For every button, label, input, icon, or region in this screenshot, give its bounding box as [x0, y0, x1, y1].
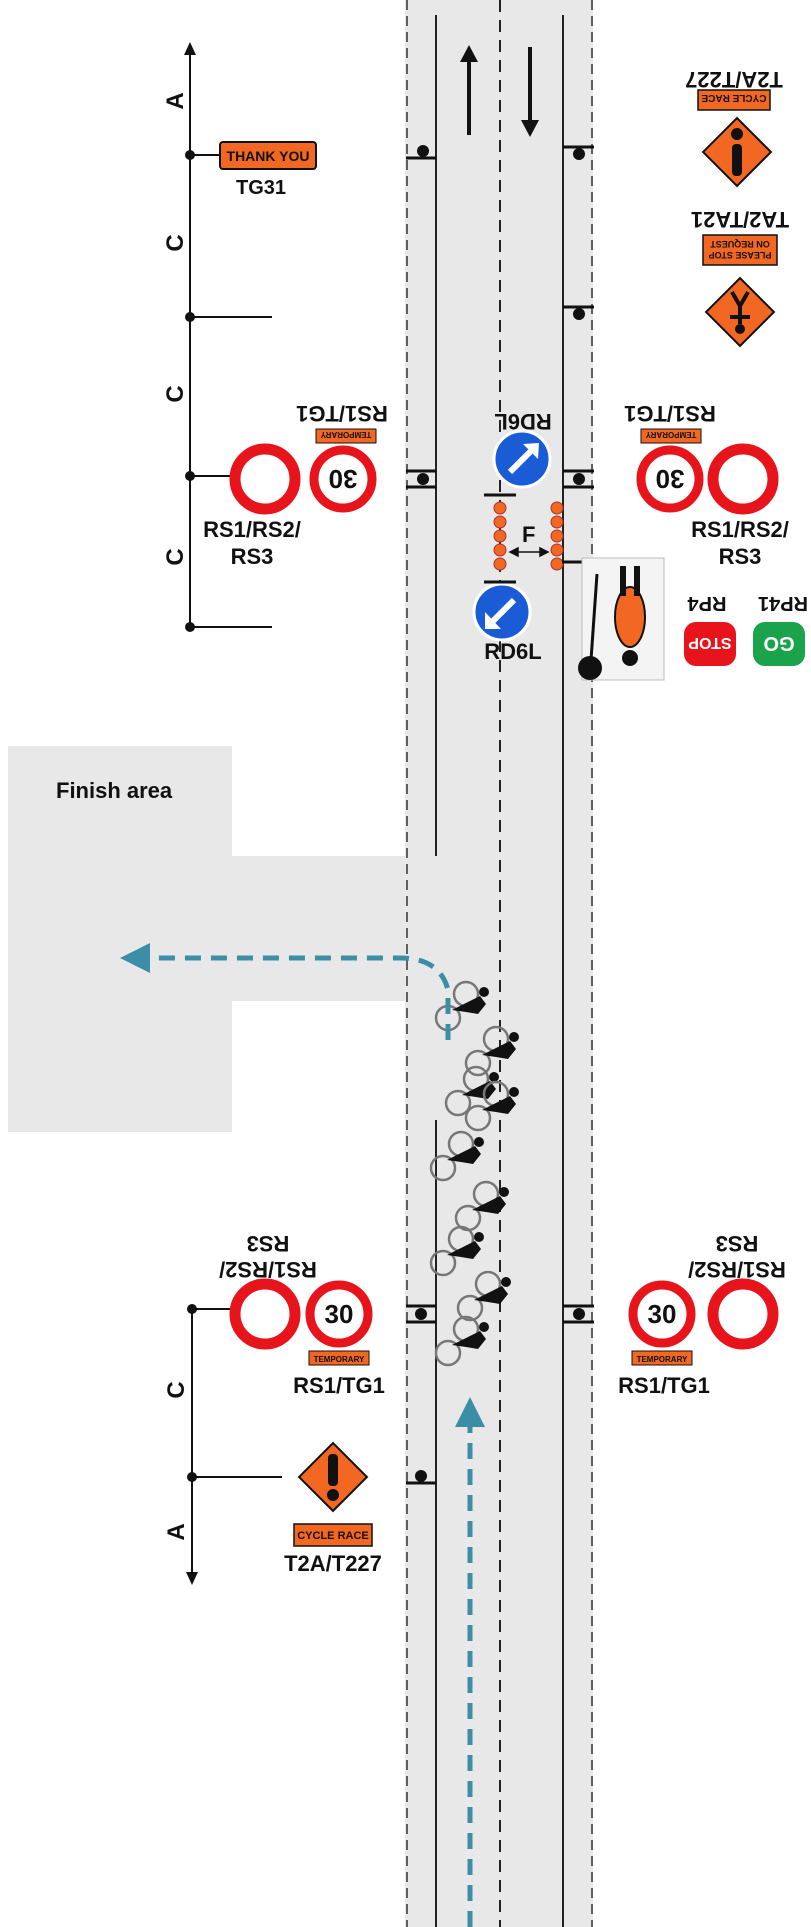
- svg-text:CYCLE RACE: CYCLE RACE: [297, 1530, 369, 1542]
- thank-you-sign: THANK YOU: [219, 141, 317, 170]
- sign-code-rs-left-top: RS1/RS2/: [203, 517, 301, 542]
- cycle-race-plate-bottom: CYCLE RACE: [293, 1523, 373, 1547]
- speed-30-sign-left-bottom: 30: [305, 1280, 373, 1348]
- cyclist-icon: [456, 1270, 511, 1322]
- sign-code-rd6l-bottom: RD6L: [484, 639, 541, 664]
- sign-code-rs-left-top-2: RS3: [231, 544, 274, 569]
- svg-text:TEMPORARY: TEMPORARY: [645, 430, 696, 439]
- please-stop-plate: PLEASE STOP ON REQUEST: [702, 234, 778, 266]
- dimension-line-bottom: [191, 1308, 282, 1580]
- cycle-race-warning-sign-top: [701, 116, 773, 188]
- svg-text:GO: GO: [763, 632, 794, 654]
- speed-30-sign-right-top: 30: [636, 445, 704, 513]
- sign-code-rs-right-bottom-2: RS3: [716, 1231, 759, 1256]
- sign-code-rp41: RP41: [758, 592, 808, 614]
- temporary-plate-left-bottom: TEMPORARY: [308, 1350, 370, 1366]
- cycle-race-warning-sign-bottom: [297, 1441, 369, 1513]
- sign-code-rs-right-bottom: RS1/RS2/: [688, 1257, 786, 1282]
- end-speed-sign-left-bottom: [229, 1278, 301, 1350]
- sign-code-tg31: TG31: [236, 177, 286, 199]
- stop-on-request-worker-sign: [704, 276, 776, 348]
- cyclist-icon: [464, 1080, 519, 1132]
- sign-code-rs1-tg1-right-bottom: RS1/TG1: [618, 1373, 710, 1398]
- dim-label-f: F: [522, 522, 535, 547]
- stop-go-controller-icon: [578, 557, 665, 681]
- cyclist-icon: [429, 1225, 484, 1277]
- temporary-plate-right-top: TEMPORARY: [640, 428, 702, 444]
- sign-code-rd6l-top: RD6L: [494, 409, 551, 434]
- traffic-arrow-down-icon: [521, 47, 539, 137]
- sign-code-rs1-tg1-left-bottom: RS1/TG1: [293, 1373, 385, 1398]
- sign-code-rs1-tg1-left-top: RS1/TG1: [296, 401, 388, 426]
- route-arrow-finish: [120, 943, 451, 1040]
- dim-label-top-c2: C: [162, 385, 189, 402]
- dimension-line-top: [184, 42, 272, 628]
- svg-text:TEMPORARY: TEMPORARY: [314, 1355, 365, 1364]
- sign-code-ta2-ta21: TA2/TA21: [691, 207, 789, 232]
- finish-area-annex: [232, 856, 407, 1001]
- dim-label-bottom-c: C: [163, 1381, 190, 1398]
- cyclist-icon: [434, 1315, 489, 1367]
- sign-post-markers: [406, 145, 594, 1485]
- svg-text:PLEASE STOP: PLEASE STOP: [709, 250, 772, 260]
- cyclist-icon: [429, 1130, 484, 1182]
- svg-text:THANK YOU: THANK YOU: [227, 148, 310, 164]
- temporary-plate-right-bottom: TEMPORARY: [631, 1350, 693, 1366]
- svg-text:30: 30: [656, 464, 685, 494]
- finish-area-label: Finish area: [56, 778, 173, 803]
- go-bat-sign: GO: [753, 622, 805, 666]
- speed-30-sign-right-bottom: 30: [628, 1280, 696, 1348]
- speed-30-sign-left-top: 30: [309, 445, 377, 513]
- svg-text:30: 30: [325, 1299, 354, 1329]
- sign-code-t2a-t227-bottom: T2A/T227: [284, 1551, 382, 1576]
- svg-text:TEMPORARY: TEMPORARY: [637, 1355, 688, 1364]
- cyclist-icon: [464, 1025, 519, 1077]
- cone-taper-right: [550, 501, 564, 571]
- svg-text:30: 30: [648, 1299, 677, 1329]
- svg-text:STOP: STOP: [688, 634, 732, 651]
- dim-label-top-a: A: [162, 92, 189, 109]
- keep-left-sign-top: [492, 429, 552, 489]
- svg-text:ON REQUEST: ON REQUEST: [710, 239, 770, 249]
- svg-text:30: 30: [329, 464, 358, 494]
- cyclist-group-icon: [429, 980, 519, 1367]
- svg-text:CYCLE RACE: CYCLE RACE: [701, 92, 766, 103]
- dim-label-top-c3: C: [162, 548, 189, 565]
- stop-bat-sign: STOP: [684, 622, 736, 666]
- sign-code-rs-left-bottom: RS1/RS2/: [219, 1257, 317, 1282]
- cone-taper-left: [493, 501, 507, 571]
- keep-left-sign-bottom: [472, 582, 532, 642]
- sign-code-rs-left-bottom-2: RS3: [247, 1231, 290, 1256]
- end-speed-sign-right-bottom: [707, 1278, 779, 1350]
- sign-code-rp4: RP4: [687, 592, 727, 614]
- end-speed-sign-right-top: [707, 443, 779, 515]
- end-speed-sign-left-top: [229, 443, 301, 515]
- sign-code-rs-right-top-2: RS3: [719, 544, 762, 569]
- dim-label-bottom-a: A: [163, 1523, 190, 1540]
- traffic-arrow-up-icon: [460, 45, 478, 135]
- temporary-plate-left-top: TEMPORARY: [315, 428, 377, 444]
- dim-label-top-c1: C: [162, 234, 189, 251]
- cycle-race-plate-top: CYCLE RACE: [697, 89, 771, 111]
- sign-code-rs1-tg1-right-top: RS1/TG1: [624, 401, 716, 426]
- sign-code-t2a-t227-top: T2A/T227: [685, 67, 783, 92]
- svg-text:TEMPORARY: TEMPORARY: [320, 430, 371, 439]
- finish-area: [8, 746, 232, 1132]
- sign-code-rs-right-top: RS1/RS2/: [691, 517, 789, 542]
- width-dimension-f: [508, 546, 550, 558]
